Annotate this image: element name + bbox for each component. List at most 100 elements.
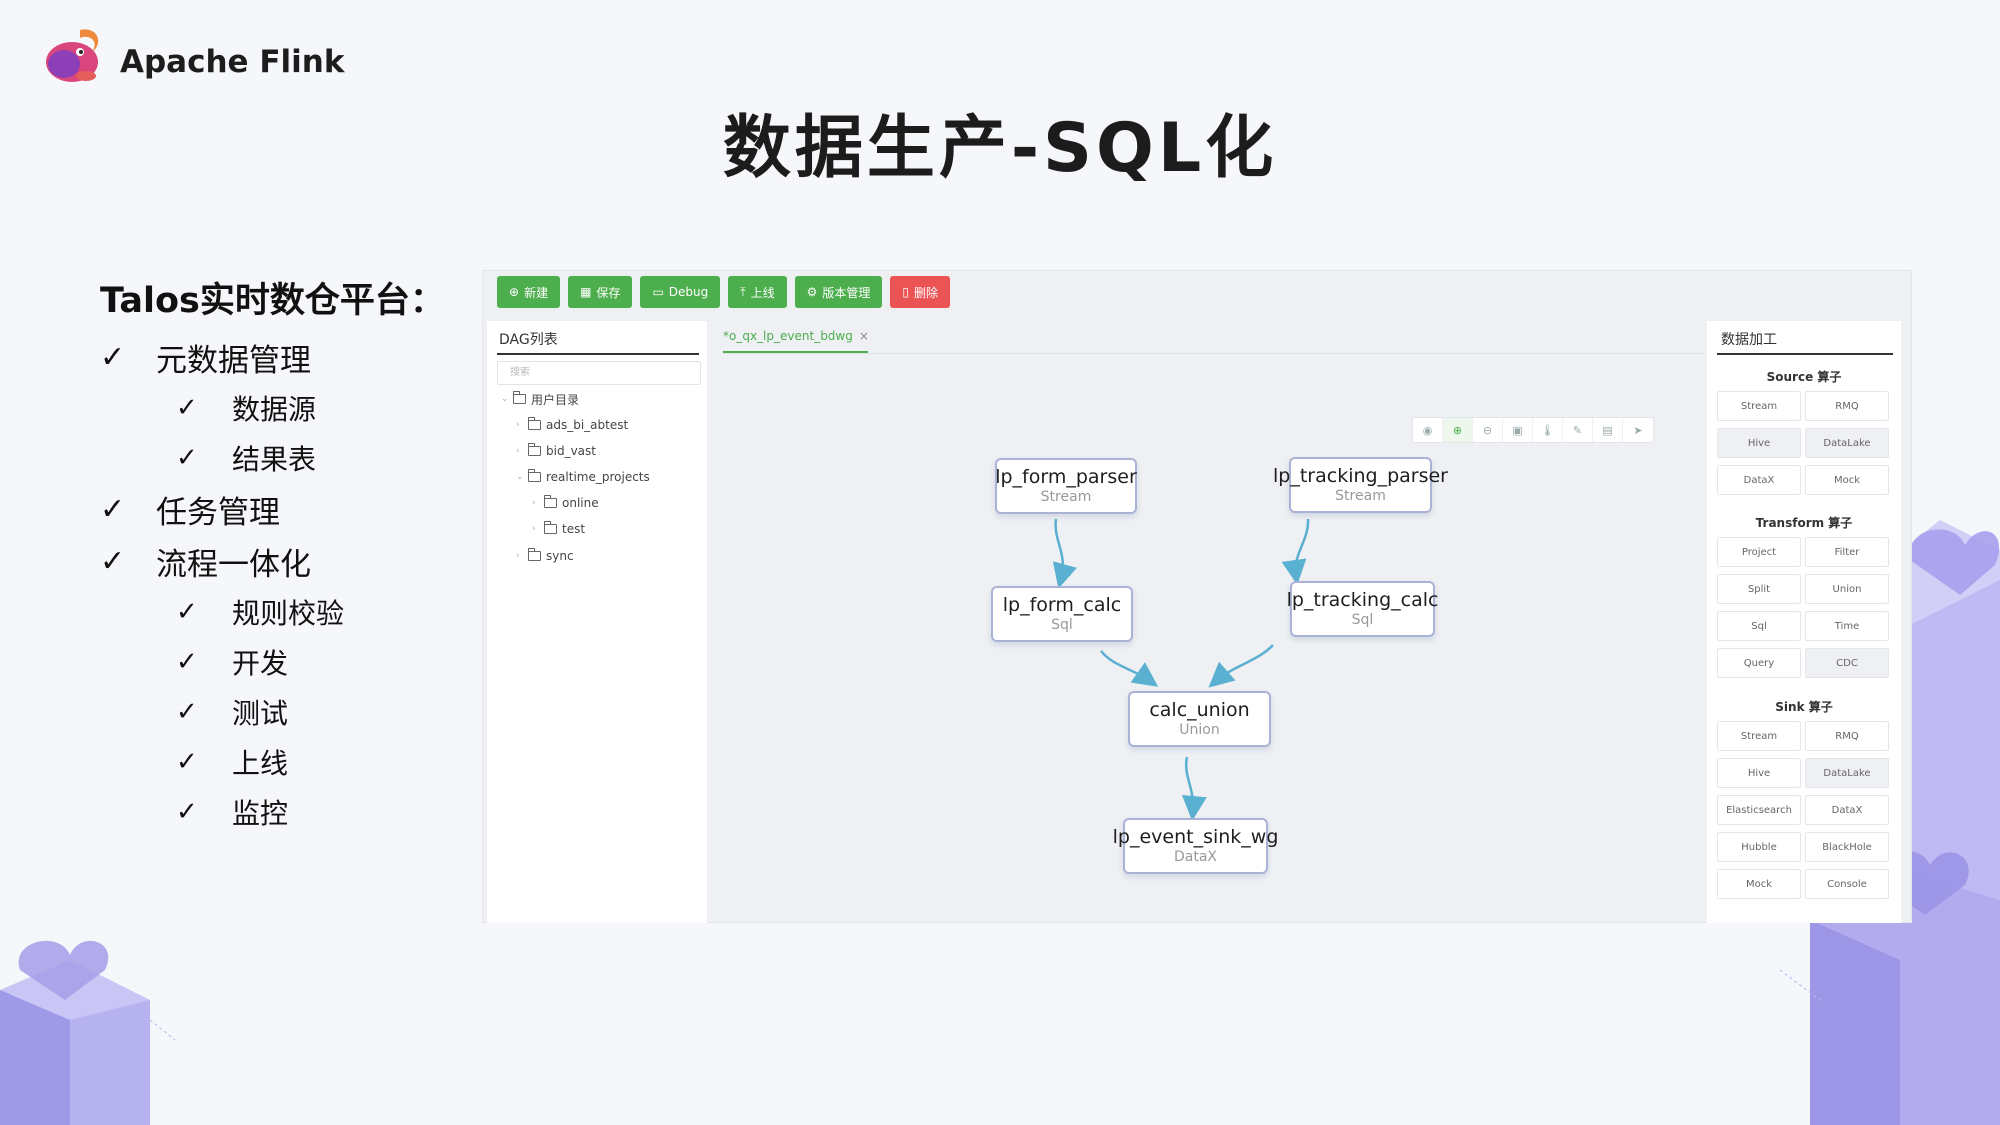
tree-label: 用户目录	[531, 392, 580, 407]
node-type: Stream	[1335, 488, 1386, 504]
folder-icon	[544, 495, 557, 508]
op-transform-sql[interactable]: Sql	[1717, 611, 1801, 641]
flink-squirrel-logo	[46, 29, 99, 82]
eye-icon[interactable]: ◉	[1413, 418, 1443, 442]
chevron-right-icon: ›	[532, 498, 536, 508]
op-transform-query[interactable]: Query	[1717, 648, 1801, 678]
tree-node-online[interactable]: ›online	[532, 493, 599, 513]
op-transform-project[interactable]: Project	[1717, 537, 1801, 567]
op-sink-datalake[interactable]: DataLake	[1805, 758, 1889, 788]
op-sink-mock[interactable]: Mock	[1717, 869, 1801, 899]
dag-node-tracking-calc[interactable]: lp_tracking_calc Sql	[1287, 581, 1438, 637]
delete-button[interactable]: ▯删除	[890, 276, 950, 308]
op-sink-datax[interactable]: DataX	[1805, 795, 1889, 825]
node-type: Sql	[1351, 612, 1374, 628]
version-button[interactable]: ⚙版本管理	[794, 276, 883, 308]
tree-node-test[interactable]: ›test	[532, 519, 585, 539]
temperature-icon[interactable]: 🌡︎	[1533, 418, 1563, 442]
tree-node-root[interactable]: ⌄用户目录	[501, 389, 579, 409]
node-name: lp_tracking_parser	[1273, 465, 1448, 487]
op-transform-cdc[interactable]: CDC	[1805, 648, 1889, 678]
new-button[interactable]: ⊕新建	[497, 276, 561, 308]
dag-node-tracking-parser[interactable]: lp_tracking_parser Stream	[1273, 457, 1448, 513]
check-icon: ✓	[176, 747, 198, 777]
op-transform-time[interactable]: Time	[1805, 611, 1889, 641]
outline-subitem-label: 开发	[232, 647, 289, 680]
outline-subitem-label: 规则校验	[232, 597, 345, 630]
outline-subitem-label: 测试	[232, 697, 289, 730]
deploy-button-label: 上线	[750, 285, 775, 300]
folder-icon	[513, 391, 526, 404]
op-sink-console[interactable]: Console	[1805, 869, 1889, 899]
send-icon[interactable]: ➤	[1633, 423, 1643, 437]
check-icon: ✓	[176, 797, 198, 827]
op-sink-hive[interactable]: Hive	[1717, 758, 1801, 788]
edge-tracking-parser-to-tracking-calc	[1281, 518, 1310, 585]
node-name: lp_event_sink_wg	[1112, 826, 1279, 848]
op-source-mock[interactable]: Mock	[1805, 465, 1889, 495]
op-source-datalake[interactable]: DataLake	[1805, 428, 1889, 458]
outline-subitem: ✓ 数据源	[100, 383, 480, 433]
image-icon[interactable]: ▤	[1593, 418, 1623, 442]
dag-list-title: DAG列表	[499, 332, 558, 348]
op-sink-stream[interactable]: Stream	[1717, 721, 1801, 751]
tab-o-qx-lp-event-bdwg[interactable]: *o_qx_lp_event_bdwg×	[723, 329, 869, 343]
node-type: Sql	[1051, 617, 1073, 633]
op-transform-split[interactable]: Split	[1717, 574, 1801, 604]
deploy-button[interactable]: ⤒上线	[728, 276, 787, 308]
op-sink-elasticsearch[interactable]: Elasticsearch	[1717, 795, 1801, 825]
talos-app-window: ⊕新建 ▦保存 ▭Debug ⤒上线 ⚙版本管理 ▯删除 DAG列表 搜索 ⌄用…	[482, 270, 1912, 923]
close-icon[interactable]: ×	[858, 329, 869, 343]
tree-label: ads_bi_abtest	[546, 418, 629, 432]
dag-canvas[interactable]: *o_qx_lp_event_bdwg× ◉ ⊕ ⊖ ▣ 🌡︎ ✎ ▤ ➤	[713, 321, 1713, 923]
node-type: Stream	[1040, 489, 1092, 505]
node-name: calc_union	[1149, 699, 1250, 721]
dag-node-calc-union[interactable]: calc_union Union	[1128, 691, 1271, 747]
outline-subitem: ✓开发	[100, 637, 480, 687]
outline-subitem-label: 结果表	[232, 443, 317, 476]
outline-subitem: ✓测试	[100, 687, 480, 737]
op-source-rmq[interactable]: RMQ	[1805, 391, 1889, 421]
toolbar: ⊕新建 ▦保存 ▭Debug ⤒上线 ⚙版本管理 ▯删除	[483, 271, 1911, 313]
sink-section-title: Sink 算子	[1775, 700, 1833, 714]
op-source-hive[interactable]: Hive	[1717, 428, 1801, 458]
node-name: lp_form_calc	[1002, 594, 1122, 616]
monitor-icon: ▭	[652, 285, 664, 299]
slide-title: 数据生产-SQL化	[722, 109, 1278, 188]
tree-node-realtime[interactable]: ⌄realtime_projects	[516, 467, 650, 487]
tree-node-ads[interactable]: ›ads_bi_abtest	[516, 415, 628, 435]
dag-node-form-calc[interactable]: lp_form_calc Sql	[991, 586, 1133, 642]
op-transform-union[interactable]: Union	[1805, 574, 1889, 604]
zoom-in-icon[interactable]: ⊕	[1443, 418, 1473, 442]
node-name: lp_form_parser	[995, 466, 1137, 488]
op-source-stream[interactable]: Stream	[1717, 391, 1801, 421]
zoom-out-icon[interactable]: ⊖	[1473, 418, 1503, 442]
canvas-toolbar: ◉ ⊕ ⊖ ▣ 🌡︎ ✎ ▤ ➤	[1412, 417, 1654, 443]
dag-search-input[interactable]: 搜索	[497, 361, 701, 385]
delete-button-label: 删除	[913, 285, 938, 300]
outline-item-label: 任务管理	[156, 494, 280, 531]
tree-node-bid[interactable]: ›bid_vast	[516, 441, 596, 461]
dag-node-event-sink[interactable]: lp_event_sink_wg DataX	[1113, 818, 1278, 874]
op-sink-hubble[interactable]: Hubble	[1717, 832, 1801, 862]
dag-node-form-parser[interactable]: lp_form_parser Stream	[995, 458, 1137, 514]
folder-icon	[528, 417, 541, 430]
op-sink-rmq[interactable]: RMQ	[1805, 721, 1889, 751]
tree-label: sync	[546, 549, 574, 563]
outline-subitem-label: 数据源	[232, 393, 317, 426]
tree-node-sync[interactable]: ›sync	[516, 546, 574, 566]
active-tab-underline	[723, 351, 868, 353]
feature-outline: Talos实时数仓平台： ✓元数据管理 ✓数据源 ✓结果表 ✓任务管理 ✓流程一…	[100, 272, 480, 837]
debug-button[interactable]: ▭Debug	[640, 276, 721, 308]
check-icon: ✓	[176, 393, 198, 423]
op-transform-filter[interactable]: Filter	[1805, 537, 1889, 567]
save-button[interactable]: ▦保存	[568, 276, 633, 308]
op-source-datax[interactable]: DataX	[1717, 465, 1801, 495]
new-button-label: 新建	[524, 285, 549, 300]
outline-item: ✓任务管理	[100, 483, 480, 535]
fit-view-icon[interactable]: ▣	[1503, 418, 1533, 442]
tree-label: bid_vast	[546, 444, 596, 458]
node-type: DataX	[1173, 849, 1218, 865]
op-sink-blackhole[interactable]: BlackHole	[1805, 832, 1889, 862]
edit-icon[interactable]: ✎	[1563, 418, 1593, 442]
